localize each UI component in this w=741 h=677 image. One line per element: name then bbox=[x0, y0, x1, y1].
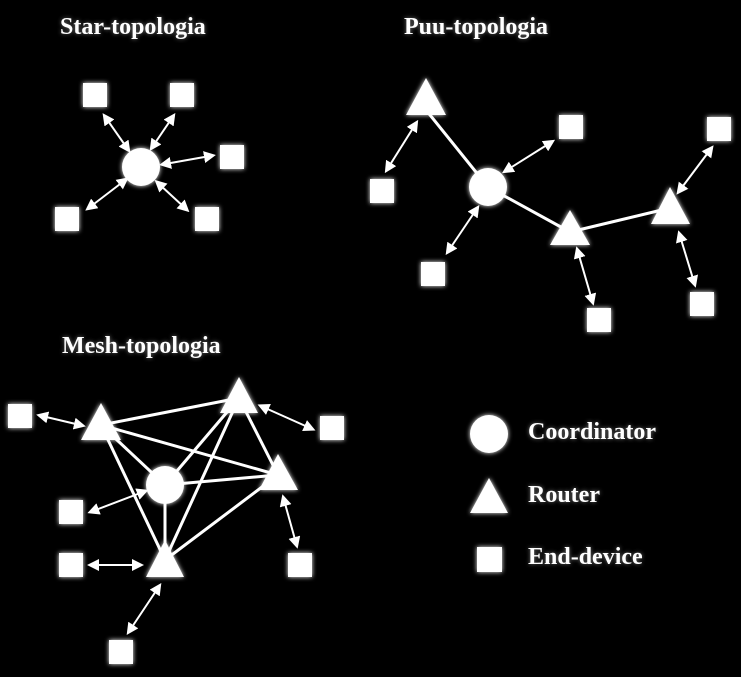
tree-router-node bbox=[406, 78, 446, 115]
star-end-device-node bbox=[220, 145, 244, 169]
tree-topology bbox=[370, 78, 731, 332]
mesh-link-arrow bbox=[279, 494, 301, 549]
legend-router-symbol bbox=[470, 478, 508, 513]
star-topology-title: Star-topologia bbox=[60, 14, 206, 40]
tree-router-node bbox=[651, 187, 690, 224]
legend-coordinator-label: Coordinator bbox=[528, 419, 656, 445]
star-end-device-node bbox=[170, 83, 194, 107]
mesh-router-node bbox=[259, 454, 298, 490]
mesh-link bbox=[163, 473, 280, 562]
tree-link-arrow bbox=[384, 119, 419, 174]
mesh-link-arrow bbox=[36, 411, 86, 430]
mesh-link bbox=[163, 396, 241, 562]
tree-router-node bbox=[550, 210, 590, 245]
star-link-arrow bbox=[85, 177, 129, 211]
mesh-end-device-node bbox=[59, 500, 83, 524]
mesh-link-arrow bbox=[126, 583, 162, 635]
mesh-topology-title: Mesh-topologia bbox=[62, 333, 221, 359]
star-coordinator-node bbox=[122, 148, 160, 186]
tree-link-arrow bbox=[676, 145, 714, 195]
mesh-link bbox=[99, 396, 241, 427]
star-link-arrow bbox=[154, 179, 190, 213]
tree-link-arrow bbox=[676, 230, 698, 288]
star-end-device-node bbox=[55, 207, 79, 231]
legend-coordinator-symbol bbox=[470, 415, 508, 453]
tree-end-device-node bbox=[707, 117, 731, 141]
mesh-end-device-node bbox=[320, 416, 344, 440]
mesh-router-node bbox=[146, 540, 184, 577]
mesh-end-device-node bbox=[288, 553, 312, 577]
tree-end-device-node bbox=[559, 115, 583, 139]
tree-end-device-node bbox=[421, 262, 445, 286]
mesh-router-node bbox=[81, 403, 121, 440]
mesh-router-node bbox=[220, 377, 258, 413]
tree-end-device-node bbox=[587, 308, 611, 332]
star-link-arrow bbox=[102, 113, 131, 153]
tree-link-arrow bbox=[445, 205, 480, 255]
legend-end-device-symbol bbox=[477, 547, 502, 572]
star-end-device-node bbox=[83, 83, 107, 107]
tree-coordinator-node bbox=[469, 168, 507, 206]
mesh-coordinator-node bbox=[146, 466, 184, 504]
mesh-topology bbox=[8, 377, 344, 664]
tree-end-device-node bbox=[370, 179, 394, 203]
mesh-end-device-node bbox=[59, 553, 83, 577]
mesh-end-device-node bbox=[8, 404, 32, 428]
tree-topology-title: Puu-topologia bbox=[404, 14, 549, 40]
mesh-link bbox=[99, 423, 280, 477]
legend-end-device-label: End-device bbox=[528, 544, 643, 570]
star-topology bbox=[55, 83, 244, 231]
star-end-device-node bbox=[195, 207, 219, 231]
tree-link-arrow bbox=[573, 246, 597, 306]
legend bbox=[470, 415, 508, 572]
legend-router-label: Router bbox=[528, 482, 600, 508]
star-link-arrow bbox=[149, 113, 176, 151]
mesh-link-arrow bbox=[257, 403, 316, 432]
mesh-link-arrow bbox=[87, 488, 149, 515]
tree-end-device-node bbox=[690, 292, 714, 316]
mesh-end-device-node bbox=[109, 640, 133, 664]
tree-link-arrow bbox=[501, 139, 556, 174]
tree-link bbox=[568, 206, 672, 234]
star-link-arrow bbox=[159, 151, 216, 169]
